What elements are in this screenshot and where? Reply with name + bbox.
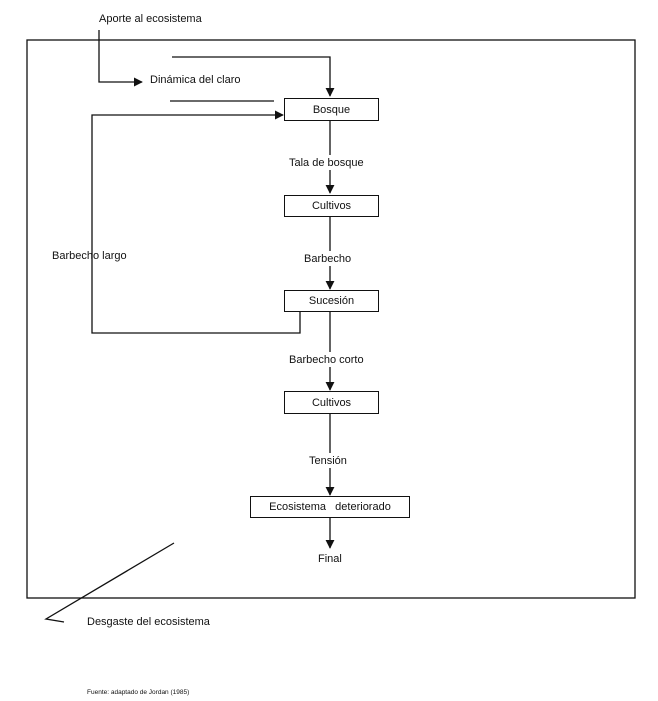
label-tension: Tensión xyxy=(309,455,347,467)
box-bosque: Bosque xyxy=(284,98,379,121)
aporte-connector xyxy=(98,30,143,87)
desgaste-connector xyxy=(44,542,175,623)
box-cultivos-2: Cultivos xyxy=(284,391,379,414)
label-barbecho: Barbecho xyxy=(304,253,352,265)
label-dinamica: Dinámica del claro xyxy=(150,74,241,86)
box-ecosistema-deteriorado: Ecosistema deteriorado xyxy=(250,496,410,518)
label-aporte: Aporte al ecosistema xyxy=(99,13,202,25)
box-cultivos-1: Cultivos xyxy=(284,195,379,217)
barbecho-largo-loop xyxy=(91,110,301,334)
box-sucesion: Sucesión xyxy=(284,290,379,312)
label-barbecho-corto: Barbecho corto xyxy=(289,354,364,366)
label-tala: Tala de bosque xyxy=(289,157,364,169)
label-barbecho-largo: Barbecho largo xyxy=(52,250,127,262)
source-note: Fuente: adaptado de Jordan (1985) xyxy=(87,689,190,696)
outer-frame xyxy=(26,39,636,599)
label-desgaste: Desgaste del ecosistema xyxy=(87,616,210,628)
label-final: Final xyxy=(318,553,342,565)
dinamica-arrow xyxy=(172,56,335,97)
